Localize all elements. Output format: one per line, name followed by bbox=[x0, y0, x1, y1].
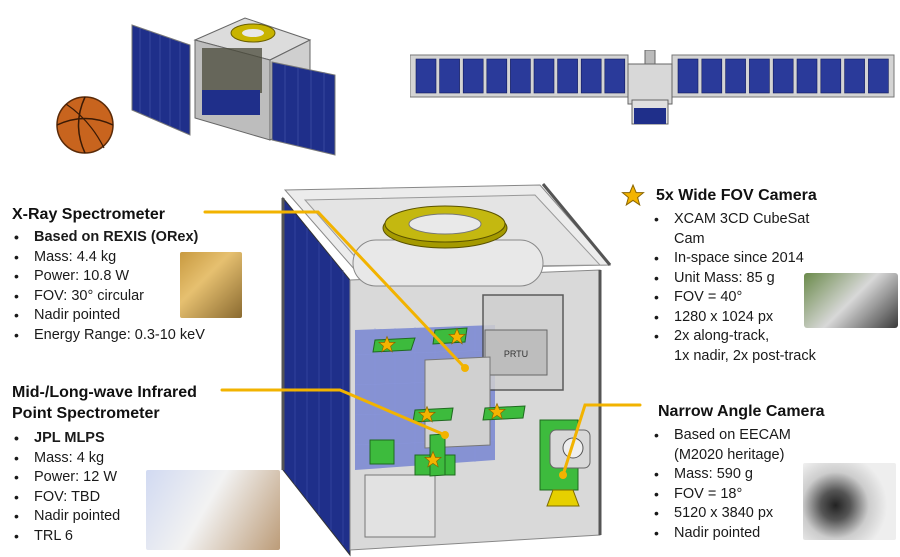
solar-cell bbox=[604, 58, 626, 94]
spec-item: 5120 x 3840 px bbox=[652, 504, 791, 524]
spec-item: Mass: 4.4 kg bbox=[12, 248, 205, 268]
solar-cell bbox=[725, 58, 746, 94]
spec-item: Based on EECAM bbox=[652, 426, 791, 446]
basketball-icon bbox=[56, 96, 114, 154]
spec-item: Nadir pointed bbox=[652, 524, 791, 544]
xray-title: X-Ray Spectrometer bbox=[12, 206, 165, 223]
spec-item: FOV: TBD bbox=[12, 488, 120, 508]
solar-cell bbox=[533, 58, 555, 94]
wfov-star-icon bbox=[621, 183, 645, 207]
eecam-photo bbox=[803, 463, 896, 540]
spec-item: Power: 10.8 W bbox=[12, 267, 205, 287]
nac-title: Narrow Angle Camera bbox=[658, 403, 825, 420]
spec-item: Based on REXIS (ORex) bbox=[12, 228, 205, 248]
spec-item: 1x nadir, 2x post-track bbox=[674, 347, 816, 364]
leader-nac bbox=[561, 403, 642, 477]
star-icon bbox=[377, 335, 397, 353]
spec-item: In-space since 2014 bbox=[652, 249, 816, 269]
satellite-cutaway-illustration: PRTU bbox=[281, 183, 612, 557]
prtu-unit bbox=[484, 329, 548, 376]
solar-cell bbox=[749, 58, 770, 94]
spec-item: 2x along-track, bbox=[652, 327, 816, 347]
camera-star-markers bbox=[377, 327, 507, 468]
star-icon bbox=[417, 405, 437, 423]
spec-item: Power: 12 W bbox=[12, 468, 120, 488]
spec-item: 1280 x 1024 px bbox=[652, 308, 816, 328]
solar-cell bbox=[796, 58, 818, 94]
wfov-title: 5x Wide FOV Camera bbox=[656, 187, 817, 204]
deployed-satellite-illustration bbox=[410, 50, 895, 125]
solar-cell bbox=[701, 58, 723, 94]
solar-cell bbox=[439, 58, 460, 94]
solar-cell bbox=[820, 58, 842, 94]
spec-item: Energy Range: 0.3-10 keV bbox=[12, 326, 205, 346]
leader-xray bbox=[203, 210, 467, 370]
solar-cell bbox=[415, 58, 437, 94]
spec-item: Unit Mass: 85 g bbox=[652, 269, 816, 289]
solar-cell bbox=[486, 58, 508, 94]
nac-spec-list: Based on EECAM (M2020 heritage) Mass: 59… bbox=[652, 426, 791, 543]
spec-item: Nadir pointed bbox=[12, 306, 205, 326]
leader-ir bbox=[220, 388, 447, 437]
star-icon bbox=[447, 327, 467, 345]
spec-item: FOV: 30° circular bbox=[12, 287, 205, 307]
solar-cell bbox=[868, 58, 889, 94]
solar-panel-left bbox=[131, 24, 191, 136]
ir-spec-list: JPL MLPS Mass: 4 kg Power: 12 W FOV: TBD… bbox=[12, 429, 120, 546]
solar-cell bbox=[580, 58, 602, 94]
spec-item: JPL MLPS bbox=[12, 429, 120, 449]
spec-item: FOV = 18° bbox=[652, 485, 791, 505]
solar-cell bbox=[510, 58, 531, 94]
stowed-satellite-illustration bbox=[56, 17, 336, 156]
ir-title-line2: Point Spectrometer bbox=[12, 405, 160, 422]
ir-title-line1: Mid-/Long-wave Infrared bbox=[12, 384, 197, 401]
spec-item: Mass: 590 g bbox=[652, 465, 791, 485]
solar-cell bbox=[677, 58, 699, 94]
xcam-photo bbox=[804, 273, 898, 328]
spec-item: TRL 6 bbox=[12, 527, 120, 547]
mlps-photo bbox=[146, 470, 280, 550]
spec-item: XCAM 3CD CubeSat bbox=[652, 210, 816, 230]
star-icon bbox=[487, 402, 507, 420]
spec-item: (M2020 heritage) bbox=[674, 446, 785, 463]
solar-panel-right bbox=[271, 61, 336, 156]
spec-item: Mass: 4 kg bbox=[12, 449, 120, 469]
wfov-spec-list: XCAM 3CD CubeSat Cam In-space since 2014… bbox=[652, 210, 816, 366]
solar-cell bbox=[557, 58, 578, 94]
prtu-label: PRTU bbox=[504, 349, 528, 359]
xray-spec-list: Based on REXIS (ORex) Mass: 4.4 kg Power… bbox=[12, 228, 205, 345]
solar-cell bbox=[844, 58, 865, 94]
spec-item: FOV = 40° bbox=[652, 288, 816, 308]
solar-cell bbox=[462, 58, 484, 94]
solar-cell bbox=[772, 58, 794, 94]
spec-item: Cam bbox=[674, 230, 705, 247]
narrow-angle-camera-model bbox=[539, 419, 591, 507]
spec-item: Nadir pointed bbox=[12, 507, 120, 527]
star-icon bbox=[423, 450, 443, 468]
